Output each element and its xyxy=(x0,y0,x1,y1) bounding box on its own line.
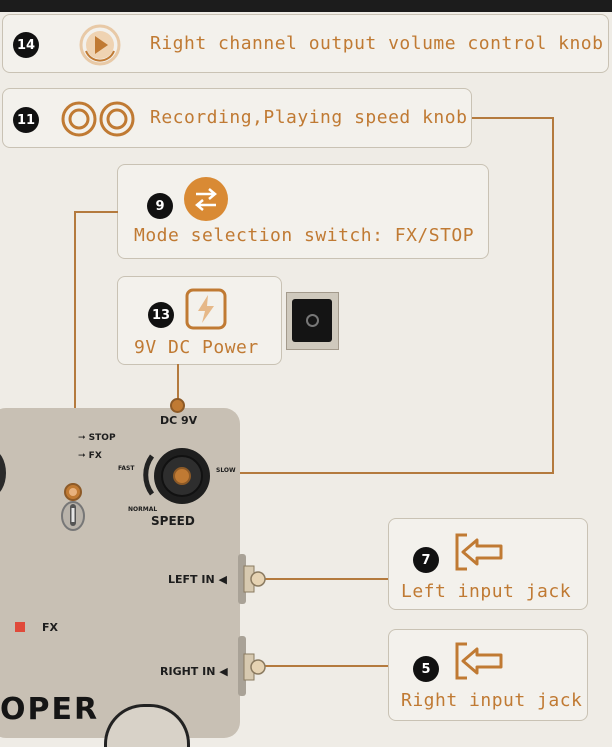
toggle-switch[interactable] xyxy=(58,478,88,538)
connector-speed xyxy=(472,117,554,119)
switch-fx-label: ➞ FX xyxy=(78,451,102,461)
connector-mode xyxy=(74,211,118,213)
brand-text: OPER xyxy=(0,692,100,727)
connector-speed xyxy=(552,117,554,474)
connector-speed xyxy=(183,472,554,474)
number-badge-7: 7 xyxy=(413,547,439,573)
callout-left-input: 7 Left input jack xyxy=(388,518,588,610)
callout-text-13: 9V DC Power xyxy=(134,337,259,358)
callout-text-9: Mode selection switch: FX/STOP xyxy=(134,225,475,246)
partial-knob xyxy=(0,450,6,496)
switch-stop-label: ➞ STOP xyxy=(78,433,116,443)
left-in-label: LEFT IN ◀ xyxy=(168,573,227,586)
knob-fast-label: FAST xyxy=(118,465,135,472)
callout-right-output-volume: 14 Right channel output volume control k… xyxy=(2,14,609,73)
knob-slow-label: SLOW xyxy=(216,467,236,474)
number-badge-5: 5 xyxy=(413,656,439,682)
callout-right-input: 5 Right input jack xyxy=(388,629,588,721)
connector-left-in xyxy=(258,578,388,580)
knob-speed-label: SPEED xyxy=(151,514,195,528)
callout-text-7: Left input jack xyxy=(401,581,572,602)
volume-knob-icon xyxy=(79,24,121,66)
knob-normal-label: NORMAL xyxy=(128,506,158,513)
dc-9v-label: DC 9V xyxy=(160,414,198,427)
callout-mode-switch: 9 Mode selection switch: FX/STOP xyxy=(117,164,489,259)
reel-icon xyxy=(61,101,135,137)
connector-right-in xyxy=(258,665,388,667)
callout-speed-knob: 11 Recording,Playing speed knob xyxy=(2,88,472,148)
input-arrow-icon xyxy=(455,642,503,680)
left-in-jack[interactable] xyxy=(236,554,266,604)
callout-text-11: Recording,Playing speed knob xyxy=(150,107,468,128)
callout-text-14: Right channel output volume control knob xyxy=(150,33,604,54)
right-in-label: RIGHT IN ◀ xyxy=(160,665,228,678)
number-badge-13: 13 xyxy=(148,302,174,328)
callout-dc-power: 13 9V DC Power xyxy=(117,276,282,365)
fx-indicator-icon xyxy=(15,622,25,632)
callout-text-5: Right input jack xyxy=(401,690,583,711)
speed-knob[interactable] xyxy=(138,436,218,516)
number-badge-14: 14 xyxy=(13,32,39,58)
swap-arrows-icon xyxy=(184,177,228,221)
dc-jack-image xyxy=(286,292,339,350)
connector-dc xyxy=(177,364,179,406)
number-badge-9: 9 xyxy=(147,193,173,219)
fx-label: FX xyxy=(42,621,58,634)
power-bolt-icon xyxy=(185,288,227,330)
connector-mode xyxy=(74,211,76,491)
dc-jack-dot xyxy=(170,398,185,413)
right-in-jack[interactable] xyxy=(236,636,266,696)
input-arrow-icon xyxy=(455,533,503,571)
top-bar xyxy=(0,0,612,12)
number-badge-11: 11 xyxy=(13,107,39,133)
